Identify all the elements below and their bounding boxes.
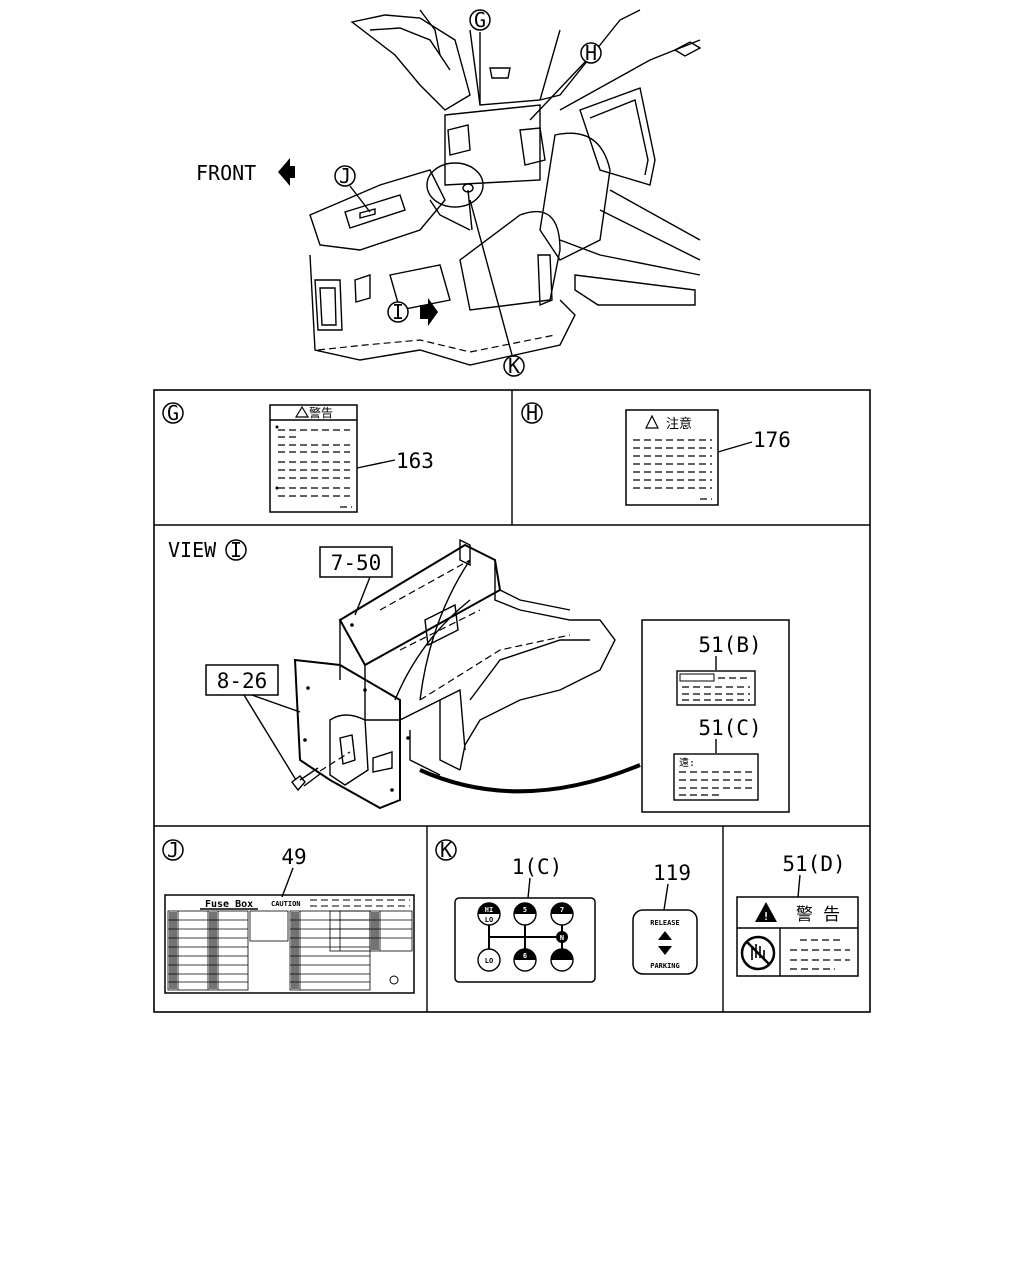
view-label: VIEW (168, 538, 217, 562)
shift-pattern-label (454, 897, 596, 983)
sticker-51c (673, 753, 759, 801)
sticker-51b (676, 670, 756, 706)
gear-6: 6 (513, 948, 537, 972)
svg-text:J: J (339, 164, 351, 188)
panel-grid (153, 389, 871, 1013)
warning-triangle-icon-d (755, 902, 777, 922)
callout-i-top: I (387, 300, 409, 324)
arrow-up-icon (658, 931, 672, 940)
panel-k-letter: K (440, 838, 452, 862)
gear-7: 7 (550, 902, 574, 926)
floor-frame-drawing (291, 538, 641, 810)
arrow-down-icon (658, 946, 672, 955)
part-119: 119 (653, 861, 691, 885)
panel-h-letter: H (526, 401, 538, 425)
svg-text:PARKING: PARKING (650, 962, 680, 970)
svg-text:G: G (474, 8, 486, 32)
gear-hi-lo: HI LO (477, 902, 501, 926)
gear-lo: LO (477, 948, 501, 972)
no-hand-icon (740, 935, 776, 971)
part-1c: 1(C) (512, 855, 563, 879)
gear-n: N (556, 931, 568, 943)
caution-triangle-icon (645, 414, 659, 429)
panel-h-header: 注意 (666, 416, 692, 432)
panel-view-i: VIEW I 7-50 (168, 538, 790, 813)
release-parking-label (632, 909, 698, 975)
panel-k: K 1(C) HI LO 5 7 N (435, 838, 698, 983)
label-51d-header: 警 告 (796, 905, 840, 925)
svg-text:遠:: 遠: (679, 756, 695, 769)
part-51b: 51(B) (698, 633, 761, 657)
svg-text:LO: LO (485, 957, 493, 965)
part-49: 49 (281, 845, 306, 869)
panel-j-letter: J (167, 838, 179, 862)
ref-8-26: 8-26 (217, 669, 268, 693)
svg-text:I: I (392, 300, 404, 324)
warning-label-51d (736, 896, 859, 977)
warning-triangle-icon (294, 405, 310, 418)
svg-text:N: N (560, 934, 564, 942)
svg-text:H: H (585, 41, 597, 65)
panel-h: H 注意 176 (521, 401, 791, 506)
fuse-box-caution: CAUTION (271, 900, 301, 908)
svg-text:LO: LO (485, 916, 493, 924)
part-51d: 51(D) (782, 852, 845, 876)
svg-text:K: K (508, 354, 520, 378)
svg-text:RELEASE: RELEASE (650, 919, 680, 927)
front-label: FRONT (196, 161, 256, 185)
svg-text:5: 5 (523, 906, 527, 914)
callout-k-top: K (503, 354, 525, 378)
ref-7-50: 7-50 (331, 551, 382, 575)
panel-j: J 49 Fuse Box CAUTION (162, 838, 415, 994)
part-51c: 51(C) (698, 716, 761, 740)
panel-g-header: 警告 (309, 405, 333, 420)
panel-g-letter: G (167, 401, 179, 425)
part-176: 176 (753, 428, 791, 452)
svg-text:HI: HI (485, 906, 493, 914)
svg-text:7: 7 (560, 906, 564, 914)
gear-8 (550, 948, 574, 972)
panel-51d: 51(D) ! 警 告 (736, 852, 859, 977)
panel-g: G 警告 163 (162, 401, 434, 513)
callout-h-top: H (580, 41, 602, 65)
svg-text:!: ! (763, 910, 770, 923)
callout-j-top: J (334, 164, 356, 188)
svg-text:6: 6 (523, 952, 527, 960)
fuse-box-title: Fuse Box (205, 899, 253, 910)
gear-5: 5 (513, 902, 537, 926)
view-letter: I (230, 538, 242, 562)
fuse-box-label (164, 894, 415, 994)
callout-g-top: G (469, 8, 491, 32)
cab-interior-illustration (278, 9, 702, 366)
part-163: 163 (396, 449, 434, 473)
